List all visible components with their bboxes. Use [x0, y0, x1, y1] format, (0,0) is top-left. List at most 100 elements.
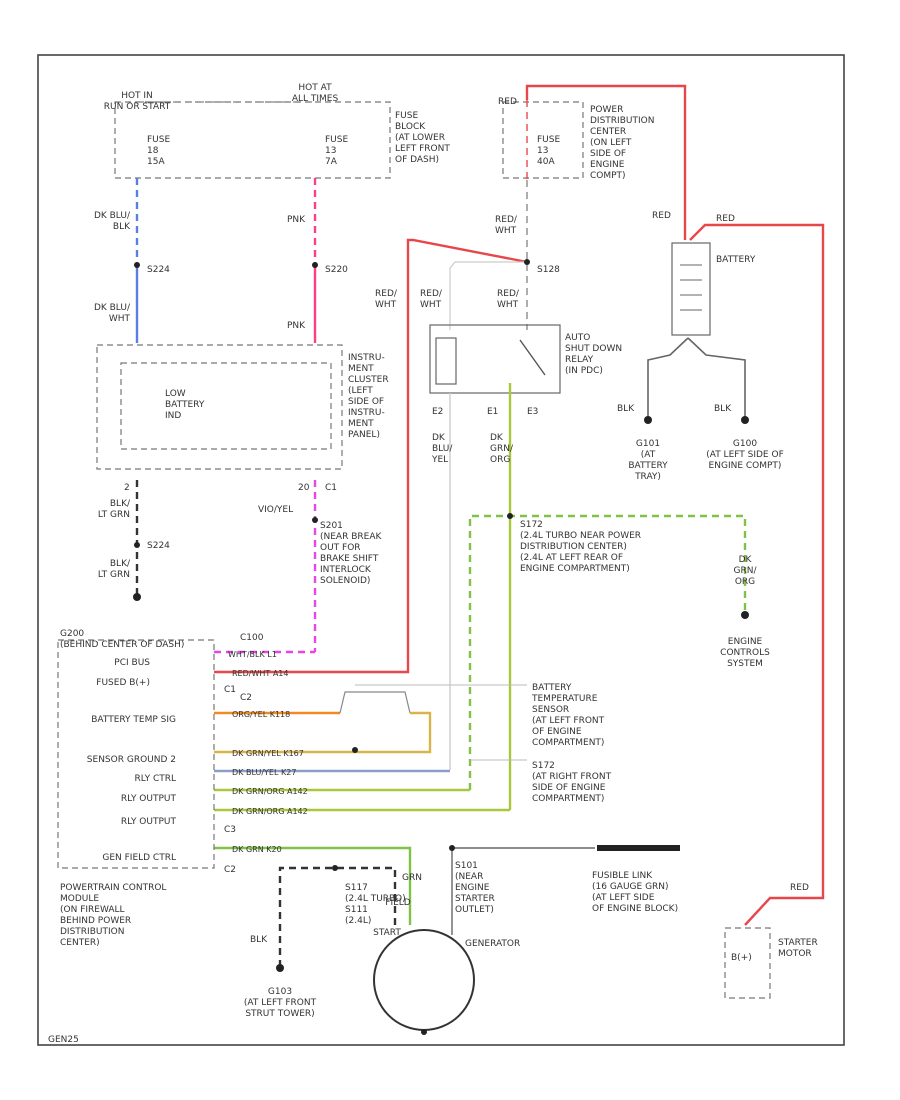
label-blk-c: BLK: [250, 935, 268, 945]
label-battery: BATTERY: [716, 255, 756, 265]
wire-code-rly-out-a: DK GRN/ORG A142: [232, 787, 308, 796]
label-c3: C3: [224, 825, 236, 835]
wire-blk-g100: [687, 337, 746, 420]
label-blk-b: BLK: [714, 404, 732, 414]
ground-g101: [644, 416, 652, 424]
instrument-cluster-box: [96, 344, 343, 470]
label-s128: S128: [537, 265, 560, 275]
asd-relay-coil: [435, 337, 457, 385]
label-battery-temp: BATTERY TEMP SIG: [91, 715, 176, 725]
splice-s172: [507, 513, 513, 519]
wire-sensor-ground: [214, 711, 432, 754]
ground-g100: [741, 416, 749, 424]
wire-code-fused: RED/WHT A14: [232, 669, 288, 678]
diagram-frame: [37, 54, 845, 1046]
wire-code-rly-ctrl: DK BLU/YEL K27: [232, 768, 296, 777]
pcm-box: [57, 639, 215, 869]
wire-code-ground: DK GRN/YEL K167: [232, 749, 304, 758]
label-violet-yel: VIO/YEL: [258, 505, 293, 515]
label-s224b: S224: [147, 541, 170, 551]
label-pin-2: 2: [124, 483, 130, 493]
wire-dk-grn-org-ecs: [468, 514, 747, 790]
label-pnk-a: PNK: [287, 215, 306, 225]
label-red-wht-d: RED/WHT: [497, 289, 520, 310]
label-red-battery-a: RED: [652, 211, 671, 221]
wire-code-pci: WHT/BLK L1: [228, 650, 277, 659]
generator-ground: [421, 1029, 427, 1035]
label-generator: GENERATOR: [465, 939, 520, 949]
label-gen-field: GEN FIELD CTRL: [102, 853, 176, 863]
label-red-wht-b: RED/WHT: [375, 289, 398, 310]
wire-gen-field: [214, 846, 412, 925]
label-footer: GEN25: [48, 1035, 79, 1045]
ecs-terminal: [741, 611, 749, 619]
wire-blk-g103: [278, 866, 397, 965]
label-pin-e3: E3: [527, 407, 538, 417]
label-pin-c1: C1: [325, 483, 337, 493]
label-dk-blu-blk: DK BLU/BLK: [94, 211, 131, 232]
label-pin-e1: E1: [487, 407, 498, 417]
asd-relay-switch: [519, 339, 546, 376]
label-pin-20: 20: [298, 483, 310, 493]
wire-code-field: DK GRN K20: [232, 845, 282, 854]
label-s224: S224: [147, 265, 170, 275]
ground-g103: [276, 964, 284, 972]
label-start-label: START: [373, 928, 401, 938]
label-dk-blu-wht: DK BLU/WHT: [94, 303, 131, 324]
label-pci-bus: PCI BUS: [114, 658, 150, 668]
label-red-wht-a: RED/WHT: [495, 215, 518, 236]
battery-box: [671, 242, 711, 336]
label-c1a: C1: [224, 685, 236, 695]
label-fused-b: FUSED B(+): [96, 678, 150, 688]
label-red-top: RED: [498, 97, 517, 107]
label-blk-lt-grn-a: BLK/LT GRN: [98, 499, 131, 520]
wire-blk-g101: [647, 337, 689, 420]
label-red-starter: RED: [790, 883, 809, 893]
fuse-block-box: [114, 101, 391, 179]
label-c2a: C2: [240, 693, 252, 703]
label-red-wht-c: RED/WHT: [420, 289, 443, 310]
label-grn-label: GRN: [402, 873, 422, 883]
splice-s128: [524, 259, 530, 265]
ground-g200: [133, 593, 141, 601]
splice-s220: [312, 262, 318, 268]
label-blk-a: BLK: [617, 404, 635, 414]
label-red-battery-b: RED: [716, 214, 735, 224]
wire-red-main: [525, 84, 687, 240]
splice-s224: [134, 262, 140, 268]
pdc-box: [502, 101, 584, 179]
label-c2b: C2: [224, 865, 236, 875]
splice-s117: [332, 865, 338, 871]
wire-code-rly-out-b: DK GRN/ORG A142: [232, 807, 308, 816]
starter-box: [724, 927, 771, 999]
label-rly-output-b: RLY OUTPUT: [121, 817, 177, 827]
wire-battery-temp-sensor: [339, 691, 411, 714]
wire-red-wht-fused: [214, 238, 528, 674]
label-s220: S220: [325, 265, 348, 275]
label-b-plus: B(+): [731, 953, 752, 963]
